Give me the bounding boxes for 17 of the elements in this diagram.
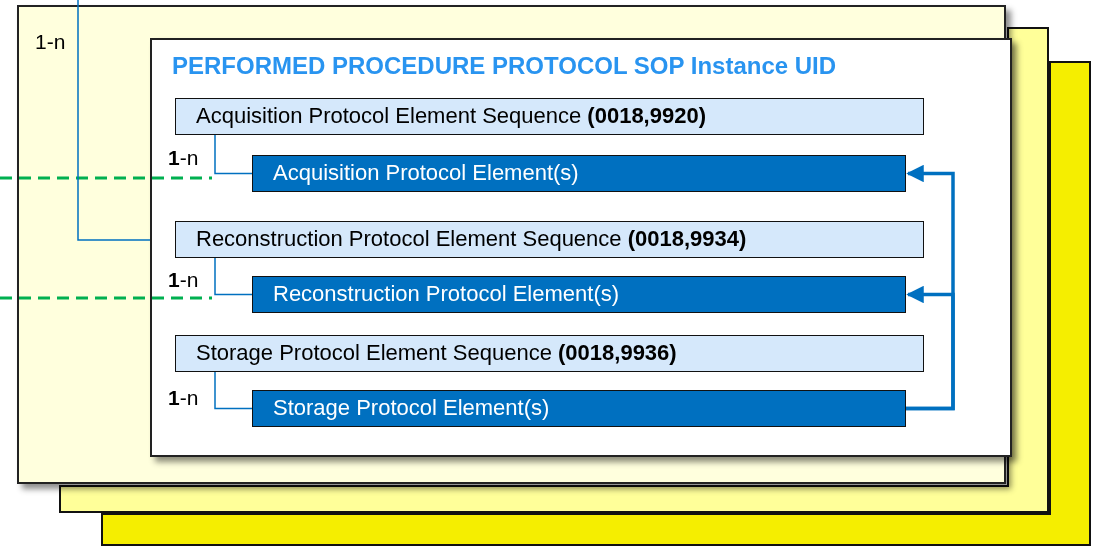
panel-title: PERFORMED PROCEDURE PROTOCOL SOP Instance UID — [172, 52, 837, 80]
cardinality-label: 1-n — [168, 386, 199, 410]
panel — [150, 38, 1012, 457]
connector-line — [214, 371, 253, 410]
sequence-box: Reconstruction Protocol Element Sequence (0018,9934) — [175, 221, 924, 258]
connector-line — [214, 257, 253, 296]
connector-line — [214, 134, 253, 175]
element-box: Storage Protocol Element(s) — [252, 390, 906, 427]
sequence-box: Acquisition Protocol Element Sequence (0018,9920) — [175, 98, 924, 135]
sequence-box: Storage Protocol Element Sequence (0018,9936) — [175, 335, 924, 372]
connector-line — [77, 0, 151, 241]
cardinality-label: 1-n — [168, 146, 199, 170]
cardinality-label: 1-n — [35, 30, 66, 54]
element-box: Acquisition Protocol Element(s) — [252, 155, 906, 192]
element-box: Reconstruction Protocol Element(s) — [252, 276, 906, 313]
arrow — [906, 285, 955, 411]
cardinality-label: 1-n — [168, 268, 199, 292]
